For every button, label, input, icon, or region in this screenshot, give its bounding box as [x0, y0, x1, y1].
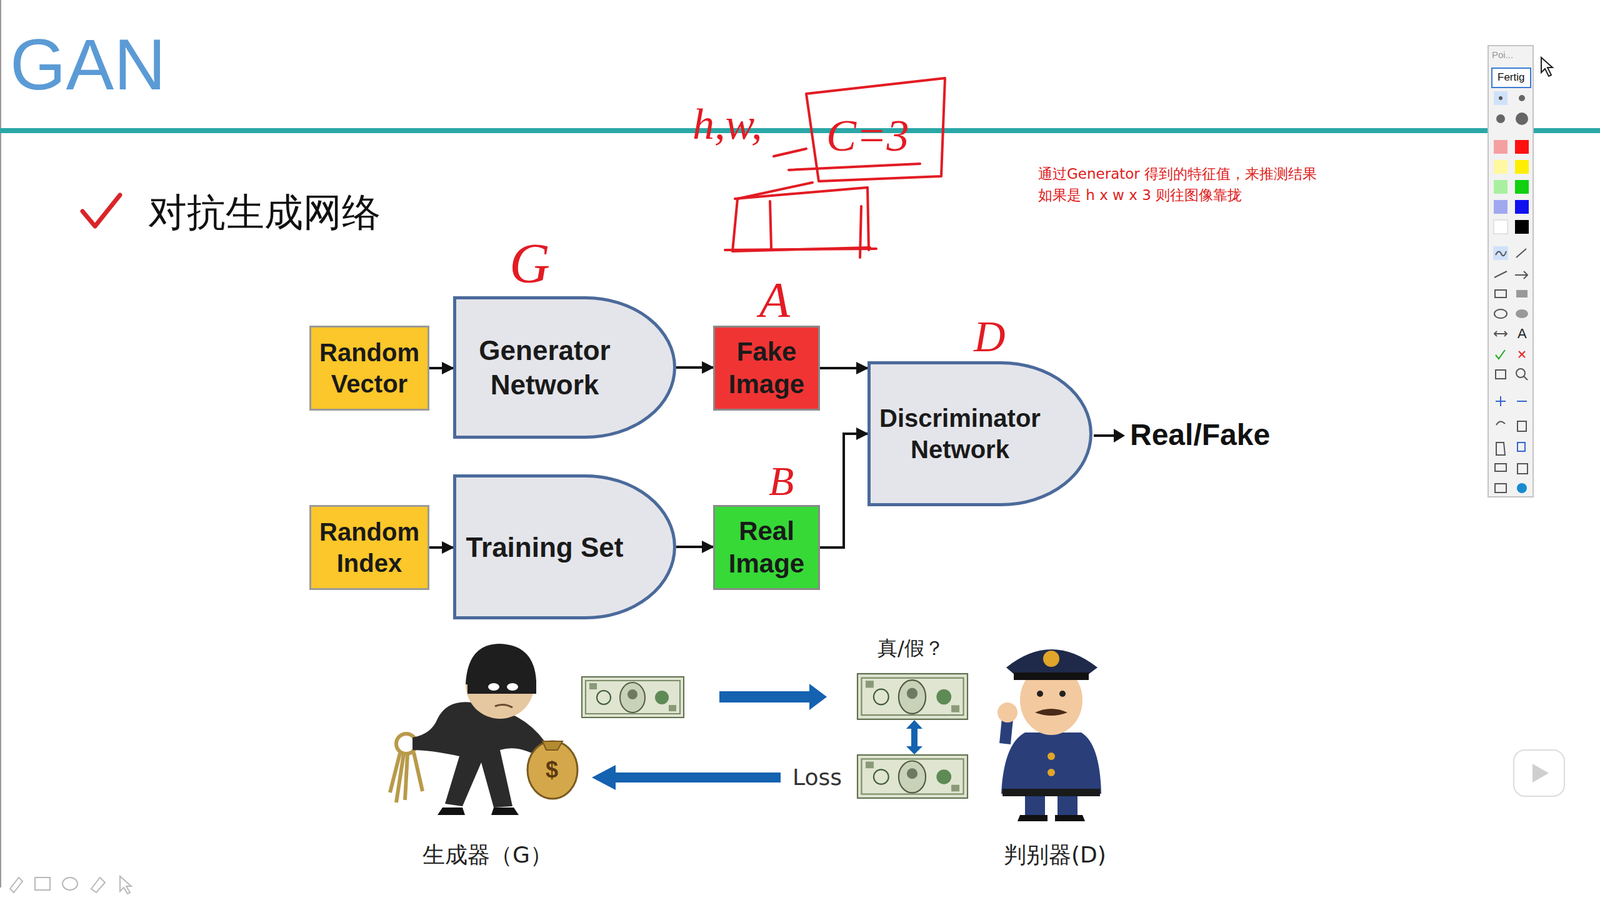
block-outline — [455, 476, 675, 619]
connector-arrow — [820, 433, 868, 548]
bill — [857, 755, 968, 799]
annotation-toolbar — [1488, 45, 1553, 497]
image-box: Fake Image — [713, 325, 820, 411]
play-button — [1513, 750, 1565, 797]
annotation-note: 如果是 h x w x 3 则往图像靠拢 — [1038, 187, 1242, 204]
slide-controls — [10, 876, 132, 894]
forward-arrow — [719, 683, 827, 710]
network-block: Training Set — [453, 474, 677, 620]
block-outline — [455, 298, 675, 438]
image-box: Real Image — [713, 505, 820, 590]
slide-heading: 对抗生成网络 — [148, 191, 381, 234]
check-mark — [82, 195, 120, 227]
node-label: Real Image — [720, 515, 814, 581]
output-arrow — [1093, 434, 1115, 437]
output-arrowhead — [1113, 428, 1125, 443]
node-label: Fake Image — [720, 335, 814, 402]
figure-caption: 判别器(D) — [1003, 842, 1107, 868]
bill — [857, 673, 968, 720]
compare-arrow — [906, 720, 923, 755]
annotation-note: 通过Generator 得到的特征值，来推测结果 — [1038, 166, 1317, 182]
fake-bill — [581, 676, 684, 718]
handwritten-note: C=3 — [826, 111, 910, 161]
thief-figure — [390, 643, 578, 815]
slide-title: GAN — [10, 25, 166, 105]
toolbar-button: Fertig — [1497, 71, 1525, 84]
handwritten-note: h,w, — [692, 100, 763, 149]
loss-arrow — [591, 765, 781, 790]
police-figure — [997, 649, 1102, 822]
connector-arrow — [676, 366, 714, 369]
handwritten-letter: B — [768, 458, 794, 505]
figure-caption: 生成器（G） — [422, 842, 553, 868]
block-outline — [867, 361, 1093, 507]
handwritten-letter: A — [759, 272, 790, 328]
node-label: Random Vector — [316, 336, 423, 400]
node-label: Discriminator Network — [876, 402, 1044, 465]
toolbar-title: Poi... — [1491, 50, 1514, 61]
toolbar-icon: A — [1517, 326, 1527, 342]
input-box: Random Index — [309, 505, 430, 590]
network-block: Generator Network — [453, 296, 677, 439]
input-box: Random Vector — [309, 325, 430, 411]
node-label: Random Index — [316, 516, 423, 579]
title-rule — [0, 128, 1600, 134]
block-outline — [453, 296, 677, 439]
connector-arrow — [429, 546, 454, 549]
output-label: Real/Fake — [1130, 418, 1270, 452]
connector-arrow — [429, 366, 454, 370]
question-label: 真/假？ — [877, 637, 945, 660]
node-label: Training Set — [461, 530, 628, 565]
connector-arrow — [676, 545, 714, 549]
network-block: Discriminator Network — [867, 361, 1093, 507]
handwritten-letter: D — [973, 312, 1006, 361]
money-sign: $ — [545, 757, 559, 783]
handwritten-letter: G — [509, 232, 550, 295]
block-outline — [869, 363, 1092, 505]
connector-arrow — [820, 366, 868, 370]
node-label: Generator Network — [461, 333, 628, 402]
loss-label: Loss — [792, 765, 842, 790]
